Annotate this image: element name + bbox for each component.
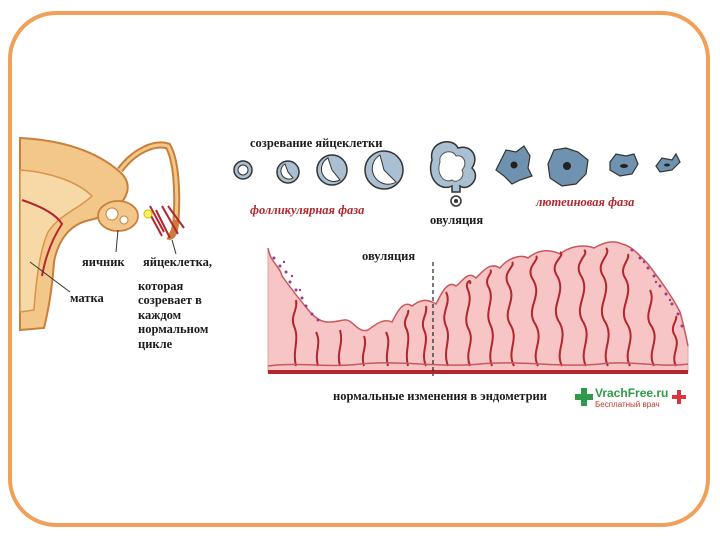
follicle-stage-2 [277, 161, 299, 183]
uterus-label: матка [70, 291, 104, 305]
ovulation-top-label: овуляция [430, 213, 483, 227]
follicle-ovulation [431, 142, 476, 206]
follicular-phase-label: фолликулярная фаза [250, 203, 364, 217]
follicle-stage-4 [365, 151, 403, 189]
watermark-title: VrachFree.ru [595, 386, 668, 400]
corpus-luteum-2 [548, 148, 588, 186]
watermark-subtitle: Бесплатный врач [595, 400, 660, 409]
cross-icon [575, 388, 593, 406]
released-egg [144, 210, 152, 218]
egg-cell-label: яйцеклетка, [143, 255, 212, 269]
ovary-follicle [120, 216, 128, 224]
ovulation-endometrium-label: овуляция [362, 249, 415, 263]
follicle-stage-1 [234, 161, 252, 179]
follicle-stage-3 [317, 155, 347, 185]
corpus-albicans [656, 154, 680, 172]
endometrium-caption: нормальные изменения в эндометрии [333, 389, 547, 403]
ovary-pointer [116, 230, 118, 252]
vrachfree-watermark: VrachFree.ru Бесплатный врач [575, 386, 687, 414]
corpus-luteum-1 [496, 146, 532, 184]
corpus-luteum-3 [610, 154, 638, 176]
egg-maturation-label: созревание яйцеклетки [250, 136, 382, 150]
cross-icon [672, 390, 686, 404]
egg-cell-description: которая созревает в каждом нормальном ци… [138, 279, 238, 351]
egg-pointer [172, 240, 176, 254]
ovary-label: яичник [82, 255, 125, 269]
ovary-follicle [106, 208, 118, 220]
endometrium-diagram [268, 242, 688, 376]
luteal-phase-label: лютеиновая фаза [536, 195, 634, 209]
